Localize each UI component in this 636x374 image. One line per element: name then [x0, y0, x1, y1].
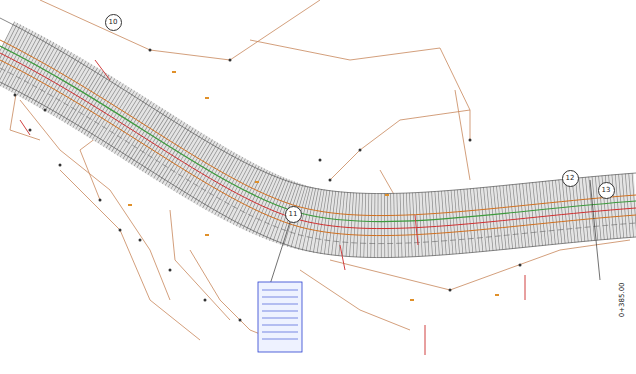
property-lines: [10, 0, 630, 350]
annotation-marks: [20, 60, 525, 355]
data-table: [258, 282, 302, 352]
survey-points: [14, 49, 522, 322]
callout-circle: 10: [105, 14, 122, 31]
callout-circle: 11: [285, 206, 302, 223]
callout-number: 11: [289, 211, 298, 218]
callout-circle: 12: [562, 170, 579, 187]
callout-circle: 13: [598, 182, 615, 199]
callout-number: 12: [566, 175, 575, 182]
station-label: 0+385.00: [618, 282, 626, 319]
callout-number: 10: [109, 19, 118, 26]
callout-number: 13: [602, 187, 611, 194]
road: [0, 18, 636, 300]
